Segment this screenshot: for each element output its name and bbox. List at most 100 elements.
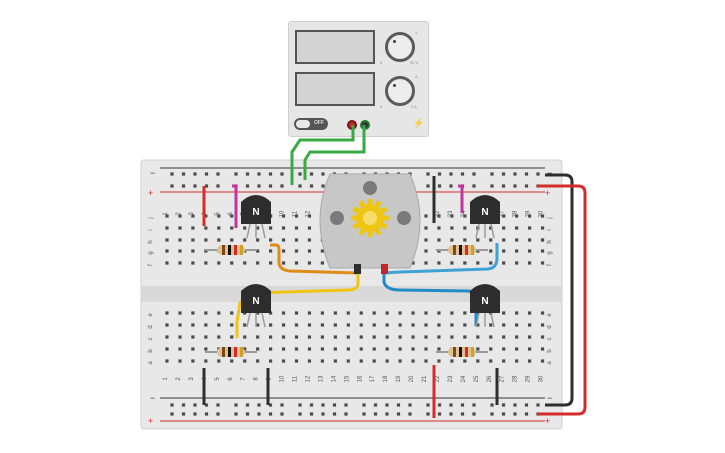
hole[interactable] bbox=[178, 359, 182, 363]
hole[interactable] bbox=[385, 226, 389, 230]
rail-hole[interactable] bbox=[408, 184, 412, 188]
rail-hole[interactable] bbox=[332, 184, 337, 188]
hole[interactable] bbox=[333, 335, 337, 339]
rail-hole[interactable] bbox=[536, 403, 540, 407]
hole[interactable] bbox=[437, 226, 441, 230]
hole[interactable] bbox=[230, 335, 234, 339]
hole[interactable] bbox=[307, 214, 312, 218]
rail-hole[interactable] bbox=[298, 172, 302, 176]
hole[interactable] bbox=[307, 323, 312, 327]
hole[interactable] bbox=[489, 249, 493, 253]
hole[interactable] bbox=[217, 261, 221, 265]
hole[interactable] bbox=[372, 311, 376, 315]
hole[interactable] bbox=[346, 261, 350, 265]
hole[interactable] bbox=[398, 226, 402, 230]
hole[interactable] bbox=[385, 359, 389, 363]
hole[interactable] bbox=[217, 311, 221, 315]
rail-hole[interactable] bbox=[170, 172, 174, 176]
hole[interactable] bbox=[411, 249, 415, 253]
hole[interactable] bbox=[398, 359, 402, 363]
rail-hole[interactable] bbox=[257, 412, 261, 416]
rail-hole[interactable] bbox=[385, 412, 389, 416]
hole[interactable] bbox=[359, 214, 363, 218]
rail-hole[interactable] bbox=[332, 403, 337, 407]
hole[interactable] bbox=[372, 226, 376, 230]
hole[interactable] bbox=[269, 214, 273, 218]
rail-hole[interactable] bbox=[268, 403, 273, 407]
hole[interactable] bbox=[528, 249, 532, 253]
rail-hole[interactable] bbox=[245, 403, 250, 407]
hole[interactable] bbox=[217, 323, 221, 327]
hole[interactable] bbox=[489, 226, 493, 230]
rail-hole[interactable] bbox=[170, 403, 174, 407]
hole[interactable] bbox=[307, 359, 312, 363]
rail-hole[interactable] bbox=[437, 184, 442, 188]
hole[interactable] bbox=[528, 238, 532, 242]
hole[interactable] bbox=[372, 323, 376, 327]
hole[interactable] bbox=[281, 347, 286, 351]
rail-hole[interactable] bbox=[332, 412, 337, 416]
hole[interactable] bbox=[476, 359, 480, 363]
hole[interactable] bbox=[476, 238, 480, 242]
hole[interactable] bbox=[346, 359, 350, 363]
hole[interactable] bbox=[515, 335, 519, 339]
hole[interactable] bbox=[230, 214, 234, 218]
hole[interactable] bbox=[489, 311, 493, 315]
hole[interactable] bbox=[359, 226, 363, 230]
hole[interactable] bbox=[256, 311, 260, 315]
hole[interactable] bbox=[502, 347, 506, 351]
hole[interactable] bbox=[437, 359, 441, 363]
hole[interactable] bbox=[437, 335, 441, 339]
npn-transistor[interactable]: N bbox=[241, 284, 271, 328]
hole[interactable] bbox=[256, 261, 260, 265]
rail-hole[interactable] bbox=[268, 184, 273, 188]
rail-hole[interactable] bbox=[460, 412, 465, 416]
hole[interactable] bbox=[528, 335, 532, 339]
hole[interactable] bbox=[191, 238, 195, 242]
hole[interactable] bbox=[269, 249, 273, 253]
hole[interactable] bbox=[269, 261, 273, 265]
hole[interactable] bbox=[359, 359, 363, 363]
hole[interactable] bbox=[385, 311, 389, 315]
power-switch[interactable]: OFF bbox=[294, 118, 328, 130]
rail-hole[interactable] bbox=[309, 412, 314, 416]
hole[interactable] bbox=[385, 238, 389, 242]
rail-hole[interactable] bbox=[245, 184, 250, 188]
hole[interactable] bbox=[385, 261, 389, 265]
rail-hole[interactable] bbox=[204, 412, 209, 416]
hole[interactable] bbox=[437, 323, 441, 327]
hole[interactable] bbox=[502, 311, 506, 315]
hole[interactable] bbox=[489, 238, 493, 242]
hole[interactable] bbox=[437, 214, 441, 218]
hole[interactable] bbox=[540, 226, 545, 230]
rail-hole[interactable] bbox=[309, 172, 314, 176]
hole[interactable] bbox=[294, 226, 299, 230]
hole[interactable] bbox=[243, 323, 247, 327]
hole[interactable] bbox=[476, 311, 480, 315]
hole[interactable] bbox=[385, 347, 389, 351]
rail-hole[interactable] bbox=[204, 403, 209, 407]
hole[interactable] bbox=[307, 311, 312, 315]
rail-hole[interactable] bbox=[373, 403, 378, 407]
hole[interactable] bbox=[230, 323, 234, 327]
hole[interactable] bbox=[411, 359, 415, 363]
hole[interactable] bbox=[437, 249, 441, 253]
rail-hole[interactable] bbox=[234, 172, 238, 176]
rail-hole[interactable] bbox=[472, 403, 476, 407]
hole[interactable] bbox=[450, 214, 454, 218]
hole[interactable] bbox=[243, 335, 247, 339]
hole[interactable] bbox=[476, 323, 480, 327]
hole[interactable] bbox=[515, 359, 519, 363]
hole[interactable] bbox=[515, 238, 519, 242]
rail-hole[interactable] bbox=[181, 184, 186, 188]
hole[interactable] bbox=[424, 261, 428, 265]
resistor[interactable] bbox=[436, 245, 488, 255]
hole[interactable] bbox=[463, 311, 467, 315]
rail-hole[interactable] bbox=[501, 172, 506, 176]
hole[interactable] bbox=[540, 347, 545, 351]
hole[interactable] bbox=[243, 249, 247, 253]
hole[interactable] bbox=[165, 347, 169, 351]
hole[interactable] bbox=[178, 311, 182, 315]
hole[interactable] bbox=[424, 249, 428, 253]
